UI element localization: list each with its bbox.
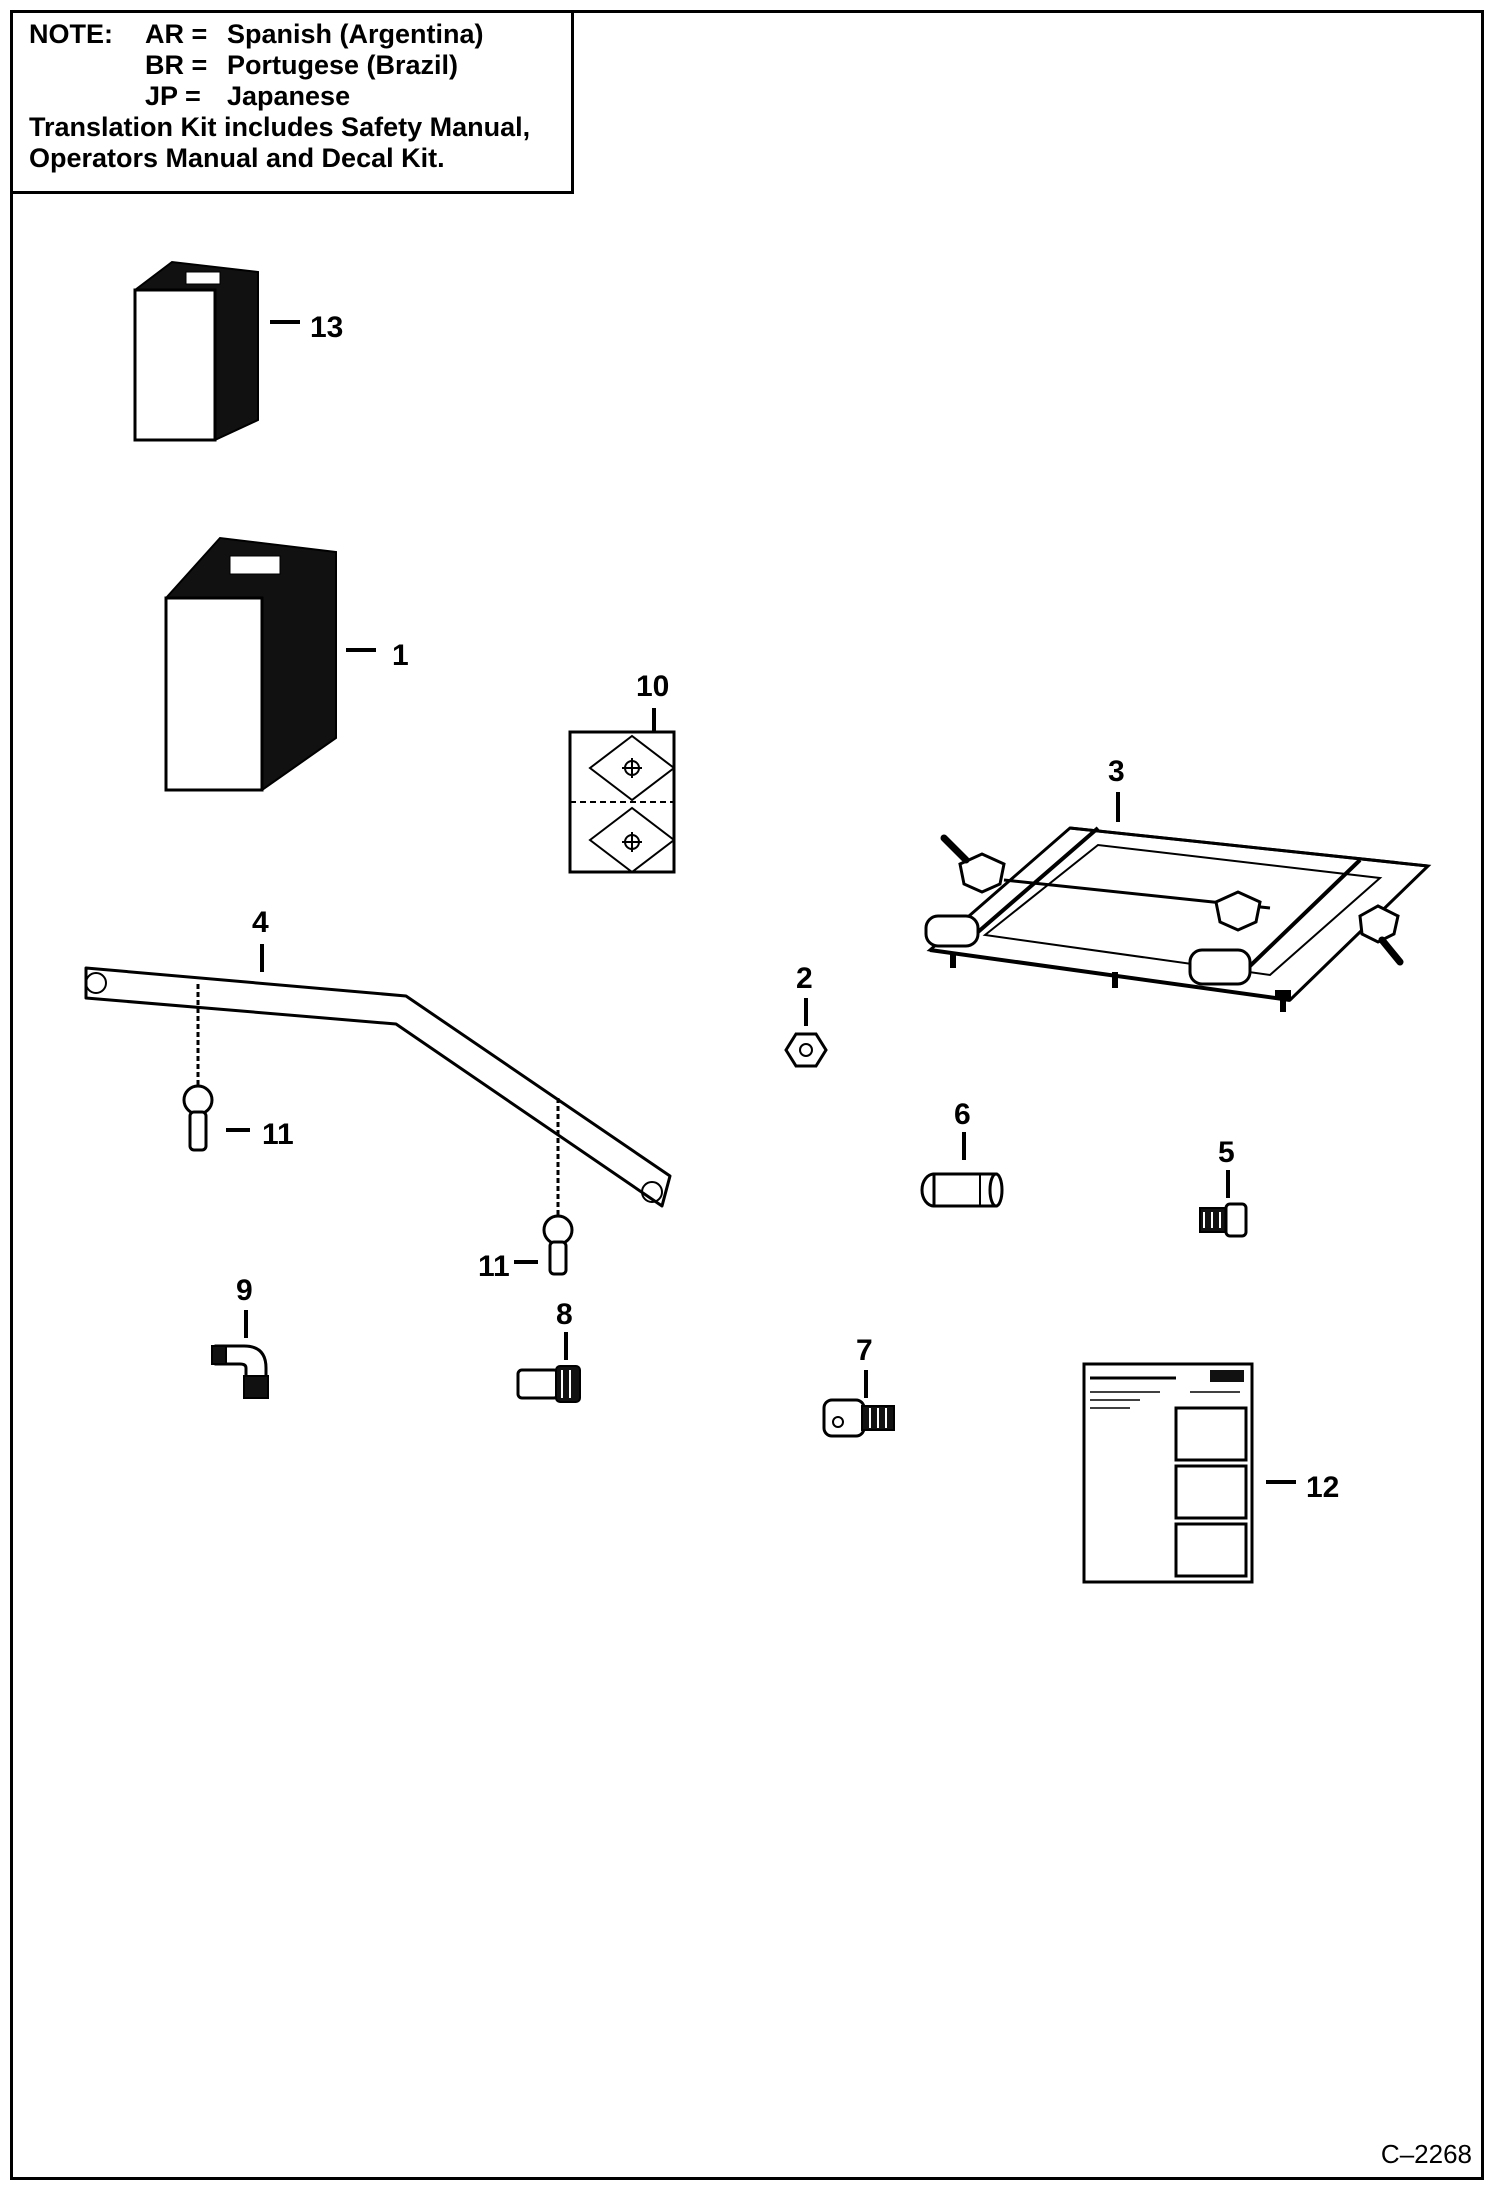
part-5-threaded-fitting — [1199, 1170, 1248, 1238]
drawing-number: C–2268 — [1380, 2139, 1472, 2169]
translation-note: NOTE: AR = Spanish (Argentina) BR = Portuge… — [10, 10, 574, 194]
kit-contents-line: Translation Kit includes Safety Manual, — [29, 112, 531, 142]
callout-13: 13 — [310, 311, 343, 344]
kit-contents-line: Operators Manual and Decal Kit. — [29, 143, 445, 173]
callout-3: 3 — [1108, 755, 1125, 788]
callout-11-left: 11 — [262, 1118, 294, 1151]
part-4-link-bar — [84, 944, 672, 1208]
language-code: BR = — [145, 50, 208, 80]
part-2-hex-nut — [784, 998, 828, 1068]
language-code: JP = — [145, 81, 201, 111]
part-9-elbow-fitting — [211, 1310, 269, 1399]
part-7-banjo-bolt — [822, 1370, 895, 1438]
part-13-manual-book — [133, 260, 300, 442]
note-label: NOTE: — [29, 19, 113, 49]
callout-12: 12 — [1306, 1471, 1339, 1504]
callout-1: 1 — [392, 639, 409, 672]
part-11-chained-pin-left — [182, 984, 250, 1152]
part-3-frame-assembly — [924, 792, 1432, 1012]
part-1-manual-book — [164, 536, 376, 792]
part-10-decal-sheet — [568, 708, 676, 874]
language-name: Spanish (Argentina) — [227, 19, 484, 49]
callout-6: 6 — [954, 1098, 971, 1131]
callout-10: 10 — [636, 670, 669, 703]
note-row-jp: JP = Japanese — [29, 81, 561, 112]
callout-9: 9 — [236, 1274, 253, 1307]
part-12-instruction-sheet — [1082, 1362, 1296, 1584]
language-name: Japanese — [227, 81, 351, 111]
callout-11-right: 11 — [478, 1250, 510, 1283]
part-8-adapter-fitting — [516, 1332, 581, 1403]
part-11-chained-pin-right — [514, 1098, 574, 1276]
part-6-clevis-pin — [920, 1132, 1004, 1208]
note-row-ar: NOTE: AR = Spanish (Argentina) — [29, 19, 561, 50]
callout-2: 2 — [796, 962, 813, 995]
callout-7: 7 — [856, 1334, 873, 1367]
callout-8: 8 — [556, 1298, 573, 1331]
callout-5: 5 — [1218, 1136, 1235, 1169]
page-border — [10, 10, 1484, 2180]
language-code: AR = — [145, 19, 208, 49]
callout-4: 4 — [252, 906, 269, 939]
language-name: Portugese (Brazil) — [227, 50, 459, 80]
note-row-br: BR = Portugese (Brazil) — [29, 50, 561, 81]
